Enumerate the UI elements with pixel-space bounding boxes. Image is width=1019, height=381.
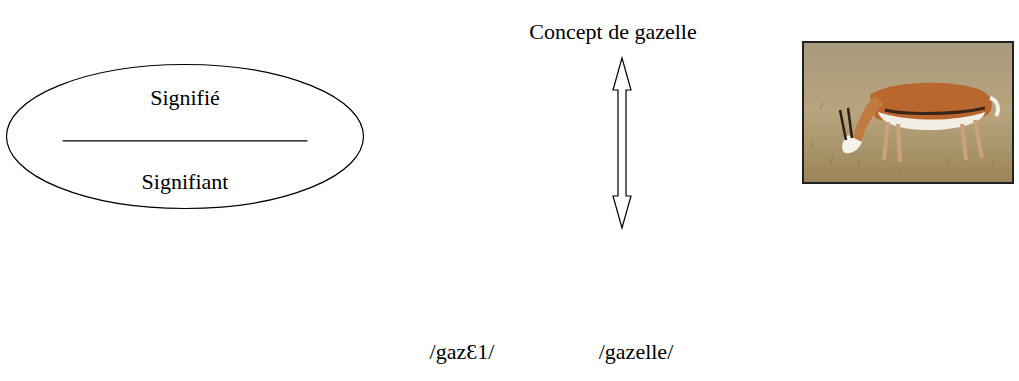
double-arrow	[613, 58, 631, 228]
signifier-text: Signifiant	[142, 169, 229, 195]
sign-ellipse: SignifiéSignifiant	[5, 63, 365, 210]
signified-text: Signifié	[150, 85, 220, 111]
phonetic-label: /gazƐ1/	[430, 339, 495, 365]
gazelle-photo	[803, 42, 1013, 183]
phonetic-label: /gazelle/	[599, 339, 674, 365]
concept-label: Concept de gazelle	[529, 19, 696, 45]
